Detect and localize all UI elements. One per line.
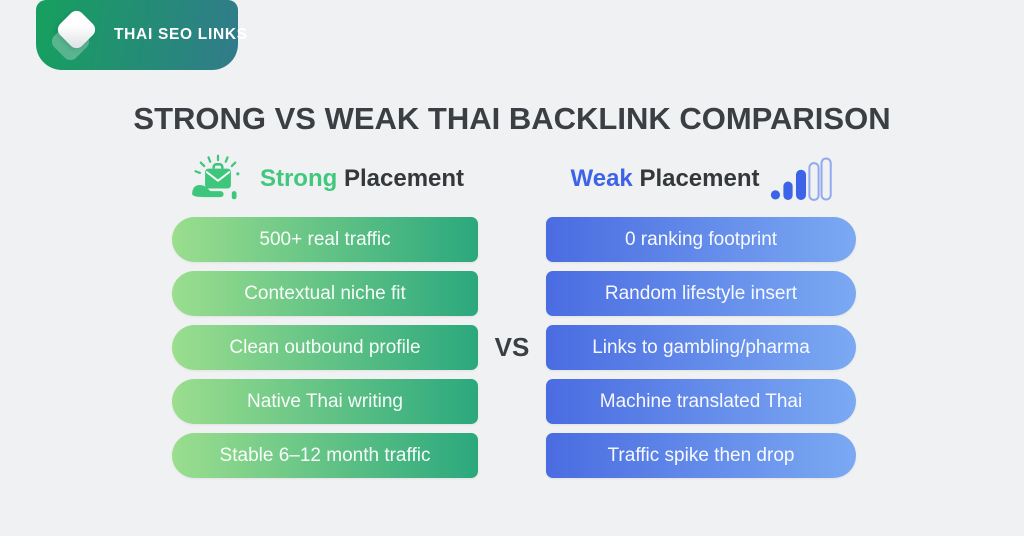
weak-item: Random lifestyle insert (546, 271, 856, 316)
strong-item: 500+ real traffic (172, 217, 478, 262)
strong-column-header: Strong Placement (172, 153, 478, 205)
weak-item: Links to gambling/pharma (546, 325, 856, 370)
briefcase-hand-icon (192, 154, 240, 200)
strong-item: Native Thai writing (172, 379, 478, 424)
weak-heading-rest: Placement (639, 165, 760, 192)
weak-items-list: 0 ranking footprint Random lifestyle ins… (546, 217, 856, 478)
strong-item: Contextual niche fit (172, 271, 478, 316)
weak-heading-accent: Weak (570, 165, 633, 192)
bar-chart-icon (770, 157, 832, 201)
strong-item: Stable 6–12 month traffic (172, 433, 478, 478)
strong-items-list: 500+ real traffic Contextual niche fit C… (172, 217, 478, 478)
weak-column-header: Weak Placement (546, 153, 856, 205)
weak-heading: Weak Placement (571, 165, 760, 193)
strong-heading-accent: Strong (259, 165, 338, 192)
vs-label: VS (494, 332, 530, 362)
page-title: STRONG VS WEAK THAI BACKLINK COMPARISON (133, 101, 891, 136)
strong-heading: Strong Placement (260, 165, 464, 193)
diamond-logo-icon (48, 7, 104, 64)
brand-name: THAI SEO LINKS (114, 26, 248, 43)
weak-item: 0 ranking footprint (546, 217, 856, 262)
strong-heading-rest: Placement (343, 165, 465, 192)
strong-item: Clean outbound profile (172, 325, 478, 370)
brand-badge: THAI SEO LINKS (36, 0, 247, 70)
weak-item: Traffic spike then drop (546, 433, 856, 478)
weak-item: Machine translated Thai (546, 379, 856, 424)
